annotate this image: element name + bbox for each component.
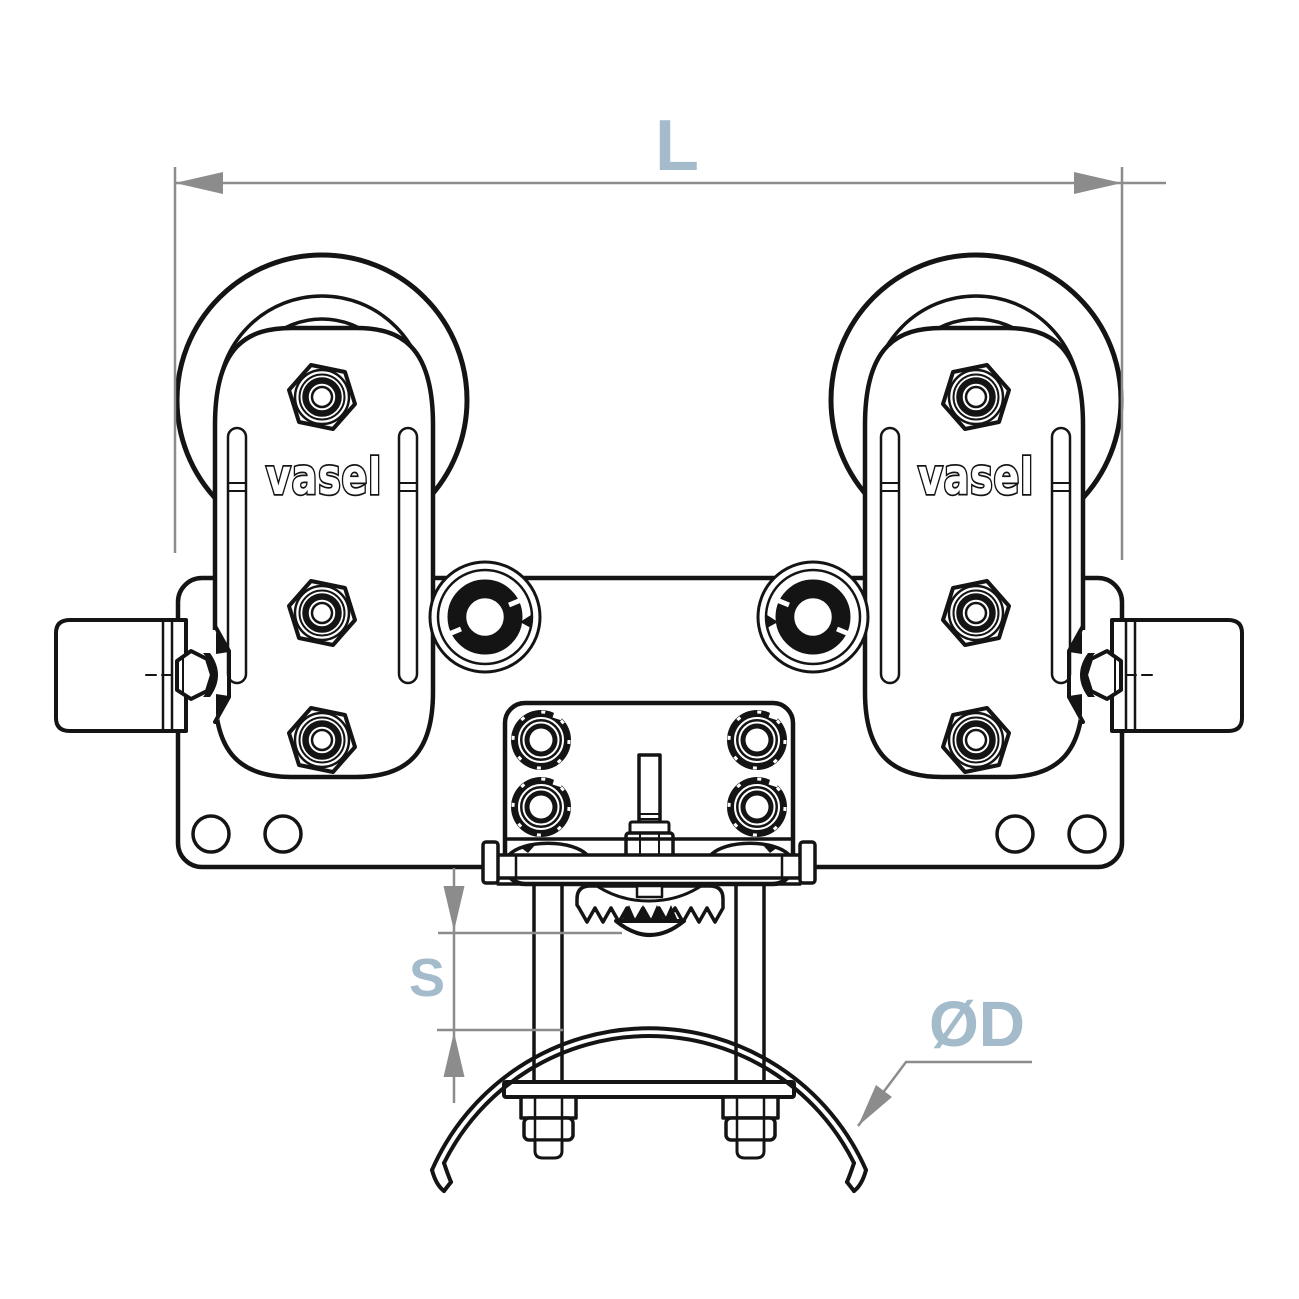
plate-hole xyxy=(1067,814,1107,854)
clamp-stem xyxy=(637,753,662,824)
right-guide-roller xyxy=(758,562,868,672)
dimension-label-L: L xyxy=(655,106,699,186)
dimension-OD: ØD xyxy=(857,988,1032,1127)
bottom-clamp-plate xyxy=(502,1080,796,1099)
hanger-bracket-assembly xyxy=(481,700,817,1160)
dimension-S: S xyxy=(409,868,622,1103)
dimension-L: L xyxy=(173,106,1166,560)
clamp-channel-bar xyxy=(488,853,810,880)
clamp-bolt-left xyxy=(519,1095,578,1160)
plate-hole xyxy=(995,814,1035,854)
plate-hole xyxy=(191,814,231,854)
left-guide-roller xyxy=(430,562,540,672)
dimension-label-S: S xyxy=(409,948,445,1008)
plate-hole xyxy=(263,814,303,854)
clamp-bolt-right xyxy=(721,1095,780,1160)
brand-logo-left: vasel xyxy=(266,448,382,506)
clamp-dome xyxy=(614,919,686,937)
cable-saddle xyxy=(430,1026,868,1193)
dimension-label-OD: ØD xyxy=(929,988,1025,1060)
brand-logo-right: vasel xyxy=(918,448,1034,506)
